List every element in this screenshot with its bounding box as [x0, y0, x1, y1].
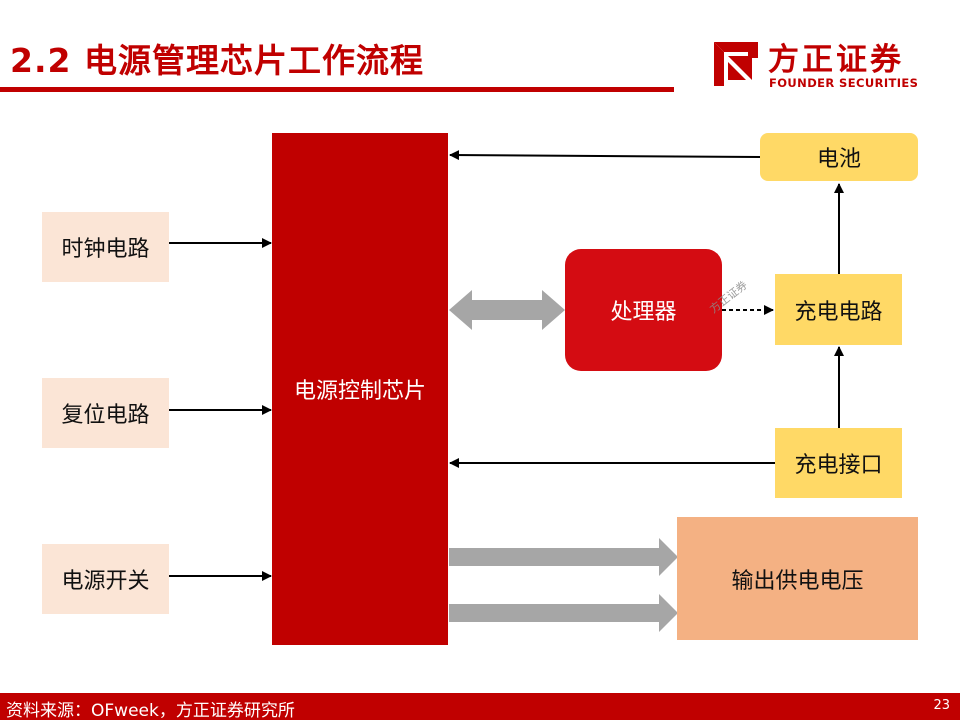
logo-english-text: FOUNDER SECURITIES — [769, 76, 919, 90]
power-control-chip-box: 电源控制芯片 — [272, 133, 448, 645]
output-arrow-upper — [449, 538, 678, 576]
company-logo: 方正证券 FOUNDER SECURITIES — [706, 34, 926, 94]
output-voltage-box: 输出供电电压 — [677, 517, 918, 640]
logo-mark-icon — [714, 42, 758, 86]
title-underline — [0, 87, 674, 92]
battery-to-chip-arrow — [449, 150, 761, 161]
charging-circuit-box: 充电电路 — [775, 274, 902, 345]
reset-circuit-box: 复位电路 — [42, 378, 169, 448]
power-switch-box: 电源开关 — [42, 544, 169, 614]
source-note: 资料来源：OFweek，方正证券研究所 — [6, 701, 295, 721]
charging-port-box: 充电接口 — [775, 428, 902, 498]
processor-box: 处理器 — [565, 249, 722, 371]
clock-circuit-box: 时钟电路 — [42, 212, 169, 282]
chip-processor-double-arrow — [449, 290, 565, 330]
page-number: 23 — [933, 698, 950, 713]
footer-bar: 资料来源：OFweek，方正证券研究所 23 — [0, 693, 960, 721]
page-title: 2.2 电源管理芯片工作流程 — [10, 41, 424, 80]
battery-box: 电池 — [760, 133, 918, 181]
logo-chinese-text: 方正证券 — [768, 42, 904, 78]
output-arrow-lower — [449, 594, 678, 632]
